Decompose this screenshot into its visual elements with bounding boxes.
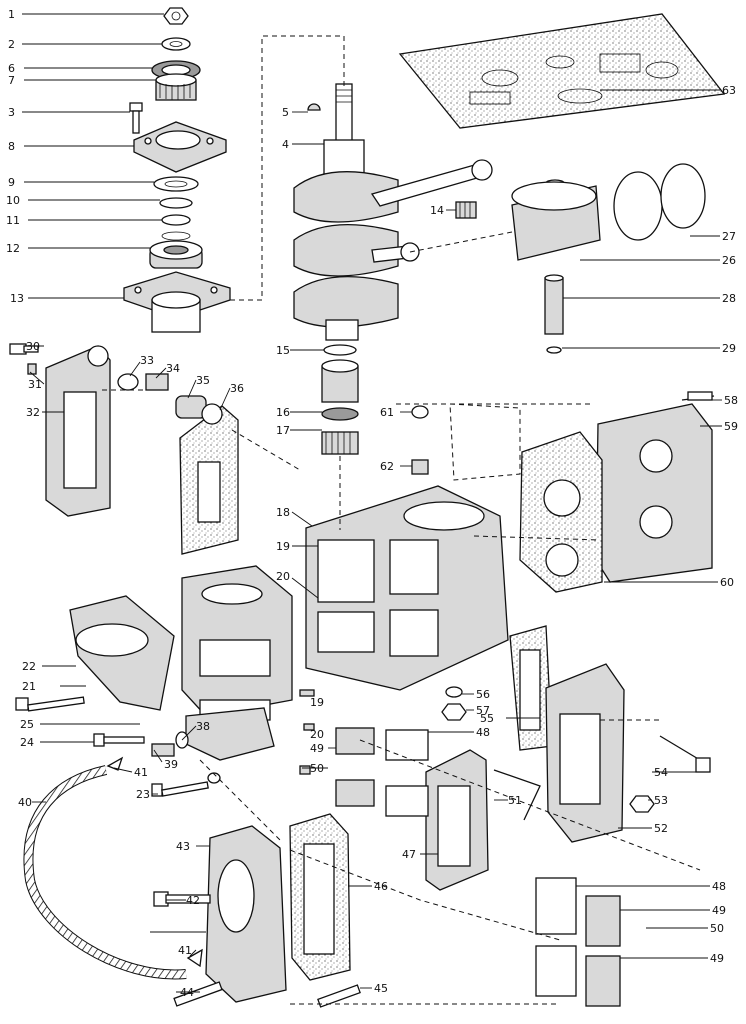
callout-7: 7 [8, 74, 15, 87]
reed-valve-group [335, 625, 711, 1007]
callout-16: 16 [276, 406, 290, 419]
callout-49b: 49 [712, 904, 726, 917]
callout-4: 4 [282, 138, 289, 151]
callout-28: 28 [722, 292, 736, 305]
callout-35: 35 [196, 374, 210, 387]
gasket-set-sheet [398, 13, 726, 129]
callout-6: 6 [8, 62, 15, 75]
callout-9: 9 [8, 176, 15, 189]
callout-60: 62 [380, 460, 394, 473]
callout-54: 54 [654, 766, 668, 779]
callout-46: 46 [374, 880, 388, 893]
callout-3: 3 [8, 106, 15, 119]
callout-50b: 50 [710, 922, 724, 935]
callout-53: 53 [654, 794, 668, 807]
callout-12: 12 [6, 242, 20, 255]
callout-19b: 19 [310, 696, 324, 709]
callout-36: 36 [230, 382, 244, 395]
callout-41b: 41 [178, 944, 192, 957]
callout-62: 57 [476, 704, 490, 717]
callout-61: 56 [476, 688, 490, 701]
callout-45: 45 [374, 982, 388, 995]
callout-55: 55 [480, 712, 494, 725]
callout-19: 19 [276, 540, 290, 553]
callout-15: 15 [276, 344, 290, 357]
callout-5: 5 [282, 106, 289, 119]
callout-51: 51 [508, 794, 522, 807]
callout-49: 49 [310, 742, 324, 755]
callout-47: 47 [402, 848, 416, 861]
assembly-dashed-lines [102, 35, 701, 1005]
callout-17: 17 [276, 424, 290, 437]
callout-48: 48 [476, 726, 490, 739]
callout-33: 33 [140, 354, 154, 367]
callout-40: 40 [18, 796, 32, 809]
callout-59: 61 [380, 406, 394, 419]
callout-22: 22 [22, 660, 36, 673]
leader-lines [22, 13, 722, 993]
callout-24: 24 [20, 736, 34, 749]
callout-43: 43 [176, 840, 190, 853]
cylinder-block [69, 403, 521, 761]
callout-50: 50 [310, 762, 324, 775]
callout-63: 63 [722, 84, 736, 97]
intake-group [23, 765, 361, 1008]
callout-20b: 20 [310, 728, 324, 741]
callout-52: 52 [654, 822, 668, 835]
callout-48b: 48 [712, 880, 726, 893]
callout-31: 31 [28, 378, 42, 391]
callout-2: 2 [8, 38, 15, 51]
callout-39: 39 [164, 758, 178, 771]
top-bearing-stack [123, 7, 231, 333]
callout-49c: 49 [710, 952, 724, 965]
callout-21: 21 [22, 680, 36, 693]
callout-18: 18 [276, 506, 290, 519]
callout-30: 30 [26, 340, 40, 353]
callout-29: 29 [722, 342, 736, 355]
callout-27: 27 [722, 230, 736, 243]
callout-34: 34 [166, 362, 180, 375]
callout-56: 58 [724, 394, 738, 407]
callout-8: 8 [8, 140, 15, 153]
callout-23: 23 [136, 788, 150, 801]
piston-group [511, 163, 706, 354]
callout-25: 25 [20, 718, 34, 731]
bypass-cover-group [9, 343, 239, 555]
callout-58: 60 [720, 576, 734, 589]
callout-11: 11 [6, 214, 20, 227]
callout-57: 59 [724, 420, 738, 433]
callout-42: 42 [186, 894, 200, 907]
callout-labels: 1 2 6 7 3 8 9 10 11 12 13 5 4 14 15 16 1… [6, 8, 738, 999]
callout-26: 26 [722, 254, 736, 267]
callout-20: 20 [276, 570, 290, 583]
callout-38: 38 [196, 720, 210, 733]
exhaust-cover-group [411, 391, 715, 593]
callout-10: 10 [6, 194, 20, 207]
callout-1: 1 [8, 8, 15, 21]
crankshaft-assembly [293, 83, 493, 455]
fastener-group [15, 686, 467, 968]
callout-13: 13 [10, 292, 24, 305]
callout-41: 41 [134, 766, 148, 779]
callout-44: 44 [180, 986, 194, 999]
callout-32: 32 [26, 406, 40, 419]
callout-14: 14 [430, 204, 444, 217]
